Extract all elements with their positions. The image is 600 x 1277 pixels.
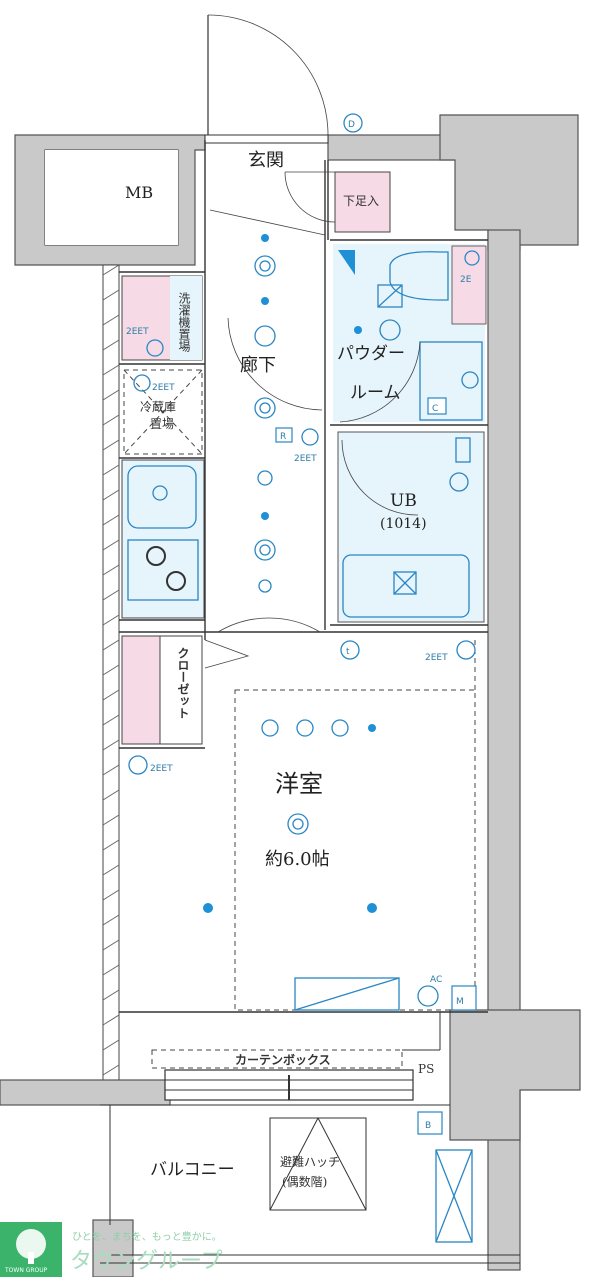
reizoko-label-2: 置場 — [150, 417, 174, 431]
town-group-logo: TOWN GROUP ひとを、まちを、もっと豊かに。 タウングループ — [0, 1222, 223, 1277]
corridor-fixtures: R 2EET — [254, 234, 319, 593]
outlet-closet: 2EET — [150, 764, 173, 774]
hatch-label-1: 避難ハッチ — [280, 1154, 340, 1169]
powder-c-letter: C — [432, 404, 438, 414]
partitions — [119, 140, 488, 1013]
outlet-powder: 2E — [460, 275, 472, 285]
ac-label: AC — [430, 975, 442, 985]
yoshitsu-label: 洋室 — [275, 770, 323, 798]
hatch-label-2: (偶数階) — [282, 1174, 327, 1189]
powder-label-1: パウダー — [337, 344, 405, 364]
mb-label: MB — [125, 183, 153, 202]
logo-tagline: ひとを、まちを、もっと豊かに。 — [72, 1230, 222, 1243]
doorbell-symbol: D — [343, 113, 363, 133]
logo-name: タウングループ — [70, 1249, 223, 1274]
outlet-laundry: 2EET — [126, 327, 149, 337]
rouka-label: 廊下 — [240, 355, 276, 376]
powder-label-2: ルーム — [350, 383, 401, 403]
balcony-label: バルコニー — [150, 1160, 235, 1180]
getabako-label: 下足入 — [343, 194, 379, 208]
reizoko-label-1: 冷蔵庫 — [140, 400, 176, 414]
logo-sub: TOWN GROUP — [4, 1267, 48, 1274]
outlet-corridor: 2EET — [294, 454, 317, 464]
t-letter: t — [346, 647, 350, 657]
entrance-door — [204, 14, 329, 144]
closet-label: クローゼット — [176, 647, 190, 719]
curtain-box-label: カーテンボックス — [235, 1052, 331, 1067]
doorbell-letter: D — [348, 120, 355, 130]
ub-size-label: (1014) — [380, 516, 427, 532]
ub-label: UB — [390, 491, 417, 511]
outlet-fridge: 2EET — [152, 383, 175, 393]
yoshitsu-area-label: 約6.0帖 — [265, 849, 330, 870]
m-letter: M — [456, 997, 464, 1007]
outlet-room-top: 2EET — [425, 653, 448, 663]
intercom-letter: R — [280, 432, 286, 442]
walls — [0, 114, 581, 1277]
genkan-label: 玄関 — [248, 150, 284, 171]
ps-label: PS — [418, 1062, 434, 1076]
sentakuki-label: 洗濯機置場 — [177, 292, 191, 353]
b-letter: B — [425, 1121, 431, 1131]
